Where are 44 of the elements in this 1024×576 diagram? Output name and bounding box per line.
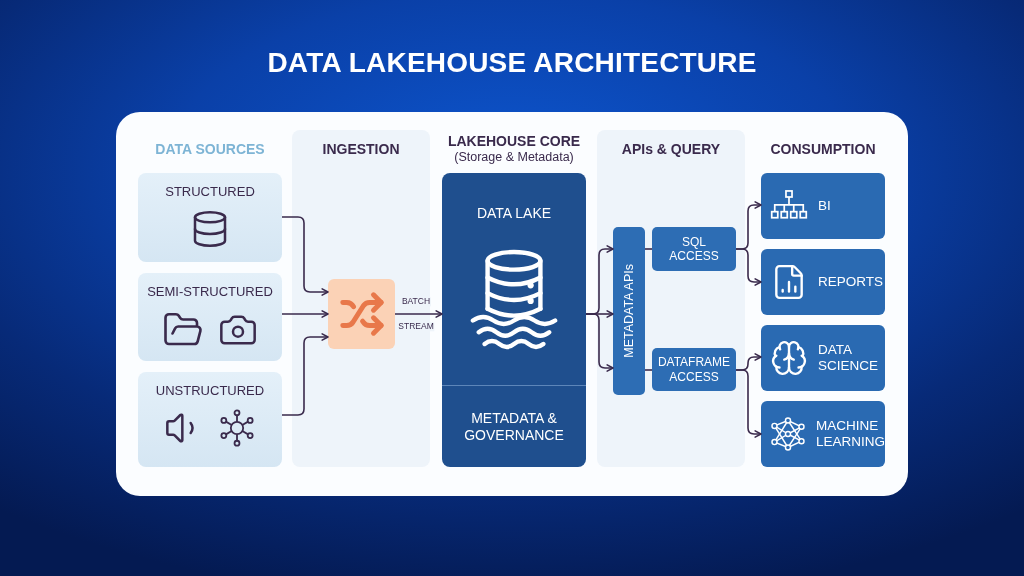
source-label: STRUCTURED: [165, 184, 255, 200]
consumer-card: [761, 401, 885, 467]
access-label: SQL ACCESS: [669, 234, 719, 264]
source-card: [138, 372, 282, 467]
api-bar: [613, 227, 645, 395]
source-card: [138, 273, 282, 361]
column-heading: CONSUMPTION: [770, 140, 876, 158]
arrow: [735, 369, 762, 438]
source-card: [138, 173, 282, 262]
storage-section: [442, 173, 586, 385]
arrow: [281, 216, 329, 296]
process-box: [328, 279, 395, 349]
column-subheading: (Storage & Metadata): [454, 150, 574, 165]
arrow: [281, 310, 329, 318]
column-panel: [597, 130, 745, 467]
consumer-card: [761, 173, 885, 239]
edge-label: BATCH: [400, 297, 432, 307]
arrow: [281, 333, 329, 416]
flow-label: STREAM: [397, 322, 435, 332]
section-label: METADATA & GOVERNANCE: [463, 409, 565, 444]
section-label: DATA LAKE: [476, 205, 552, 222]
access-panel: [652, 348, 736, 391]
column-heading: DATA SOURCES: [155, 140, 265, 158]
column-heading: INGESTION: [322, 141, 400, 158]
governance-section: [442, 385, 586, 467]
diagram-title: DATA LAKEHOUSE ARCHITECTURE: [267, 47, 757, 80]
vertical-label: METADATA APIs: [622, 264, 636, 358]
access-label: DATAFRAME ACCESS: [657, 355, 731, 384]
consumer-label: REPORTS: [818, 273, 883, 291]
consumer-card: [761, 325, 885, 391]
arrow: [394, 310, 443, 318]
source-label: UNSTRUCTURED: [155, 383, 265, 399]
column-heading: APIs & QUERY: [621, 141, 721, 158]
source-label: SEMI-STRUCTURED: [147, 284, 273, 300]
consumer-card: [761, 249, 885, 315]
consumer-label: DATA SCIENCE: [818, 341, 878, 375]
connector-line: [644, 369, 653, 371]
arrow: [585, 313, 614, 372]
arrow: [735, 248, 762, 286]
consumer-label: BI: [818, 197, 831, 215]
connector-line: [644, 248, 653, 250]
access-panel: [652, 227, 736, 271]
column-heading: LAKEHOUSE CORE: [447, 133, 581, 150]
consumer-label: MACHINE LEARNING: [816, 417, 885, 451]
